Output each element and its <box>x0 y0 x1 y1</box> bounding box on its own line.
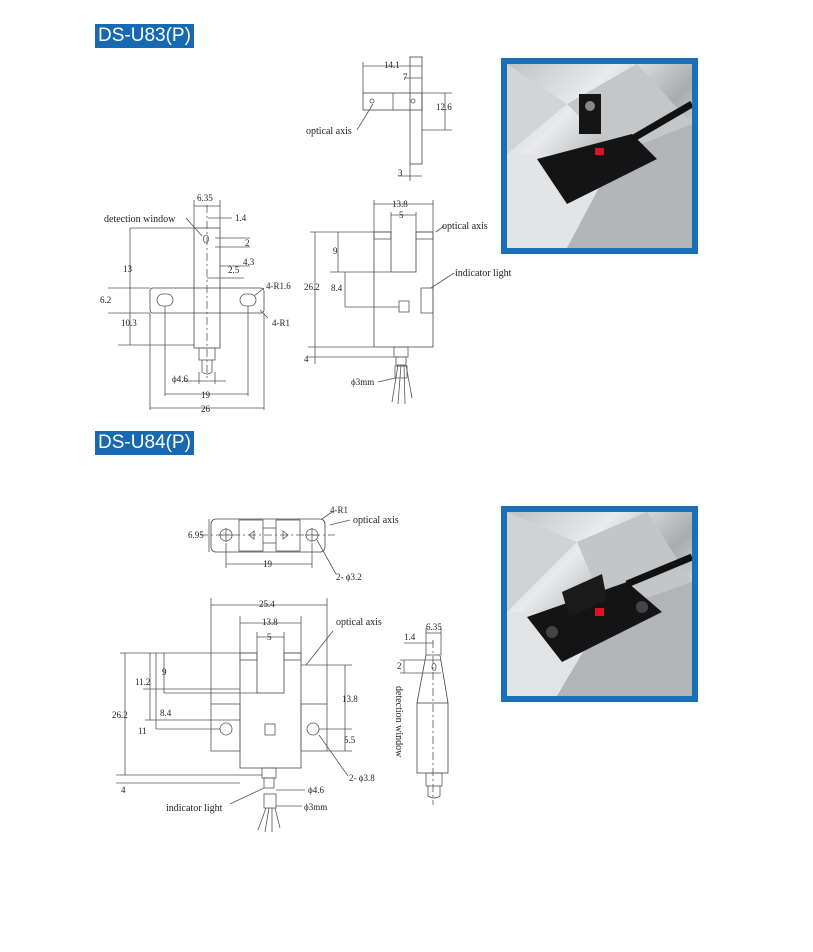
u84-dim-5: 5 <box>267 632 272 642</box>
u83-detection-window-label: detection window <box>104 214 176 225</box>
u83-right-optical-axis: optical axis <box>442 221 488 232</box>
u83-dim-10-3: 10.3 <box>121 318 137 328</box>
u84-side-detection-window: detection window <box>393 686 404 758</box>
u84-dim-4: 4 <box>121 785 126 795</box>
u84-top-view: 4-R1 optical axis 6.95 19 2- ϕ3.2 <box>188 505 399 582</box>
u83-right-dim-13-8: 13.8 <box>392 199 408 209</box>
u83-dim-2-5: 2.5 <box>228 265 240 275</box>
u83-dim-1-4: 1.4 <box>235 213 247 223</box>
u83-dim-13: 13 <box>123 264 133 274</box>
product-photo-u84 <box>501 506 698 702</box>
u83-right-dim-5: 5 <box>399 210 404 220</box>
u84-side-dim-1-4: 1.4 <box>404 632 416 642</box>
u84-side-dim-6-35: 6.35 <box>426 622 442 632</box>
u83-optical-axis-label: optical axis <box>306 126 352 137</box>
u84-phi-3-2: 2- ϕ3.2 <box>336 572 362 582</box>
u84-dim-11: 11 <box>138 726 147 736</box>
u84-dim-5-5: 5.5 <box>344 735 356 745</box>
u83-right-phi-3mm: ϕ3mm <box>351 377 374 387</box>
u83-right-dim-26-2: 26.2 <box>304 282 320 292</box>
u83-side-view: 14.1 7 12.6 3 optical axis <box>306 56 452 181</box>
u83-dim-14-1: 14.1 <box>384 60 400 70</box>
u83-dim-6-35: 6.35 <box>197 193 213 203</box>
u84-r1: 4-R1 <box>330 505 348 515</box>
u83-right-dim-9: 9 <box>333 246 338 256</box>
u84-dim-25-4: 25.4 <box>259 599 275 609</box>
u83-r1-6: 4-R1.6 <box>266 281 291 291</box>
u84-side-view: 6.35 1.4 2 detection window <box>393 622 449 805</box>
u83-r1: 4-R1 <box>272 318 290 328</box>
u83-dim-12-6: 12.6 <box>436 102 452 112</box>
u84-dim-9: 9 <box>162 667 167 677</box>
u84-dim-13-8: 13.8 <box>262 617 278 627</box>
u83-dim-7: 7 <box>403 72 408 82</box>
u83-dim-19: 19 <box>201 390 211 400</box>
u84-phi-3mm: ϕ3mm <box>304 802 327 812</box>
product-photo-u83 <box>501 58 698 254</box>
u83-dim-6-2: 6.2 <box>100 295 111 305</box>
u84-dim-8-4: 8.4 <box>160 708 172 718</box>
u84-front-optical-axis: optical axis <box>336 617 382 628</box>
u84-dim-11-2: 11.2 <box>135 677 150 687</box>
u84-indicator-light: indicator light <box>166 803 223 814</box>
u83-right-dim-4: 4 <box>304 354 309 364</box>
u83-right-indicator-light: indicator light <box>455 268 512 279</box>
u84-front-view: 25.4 13.8 5 optical axis 9 11.2 26.2 8.4… <box>112 598 382 833</box>
u83-dim-2: 2 <box>245 238 250 248</box>
u83-dim-26: 26 <box>201 404 211 414</box>
u84-side-dim-2: 2 <box>397 661 402 671</box>
section-title-u84: DS-U84(P) <box>95 431 194 455</box>
u83-dim-4-3: 4.3 <box>243 257 255 267</box>
u84-phi-4-6: ϕ4.6 <box>308 785 324 795</box>
u84-dim-6-95: 6.95 <box>188 530 204 540</box>
u84-dim-13-8b: 13.8 <box>342 694 358 704</box>
u84-phi-3-8: 2- ϕ3.8 <box>349 773 375 783</box>
u83-right-dim-8-4: 8.4 <box>331 283 343 293</box>
u83-phi-4-6: ϕ4.6 <box>172 374 188 384</box>
u83-front-view: 6.35 1.4 detection window 2 4.3 2.5 13 6… <box>100 193 291 414</box>
u84-top-dim-19: 19 <box>263 559 273 569</box>
u84-top-optical-axis: optical axis <box>353 515 399 526</box>
u84-dim-26-2: 26.2 <box>112 710 128 720</box>
section-title-u83: DS-U83(P) <box>95 24 194 48</box>
u83-right-view: 13.8 5 optical axis 9 indicator light 26… <box>304 199 512 405</box>
u83-dim-3: 3 <box>398 168 403 178</box>
